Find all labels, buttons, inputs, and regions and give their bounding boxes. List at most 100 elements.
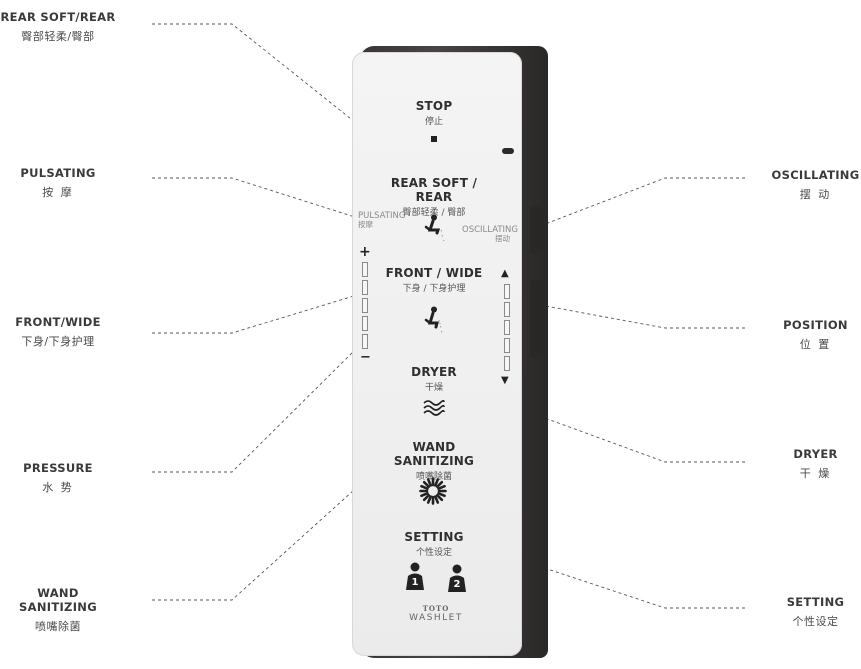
dryer-label: DRYER (411, 365, 457, 379)
callout-label-zh: 位 置 (799, 338, 832, 351)
callout-label-zh: 摆 动 (799, 188, 832, 201)
user-2-number: 2 (453, 579, 461, 590)
position-side-button[interactable] (530, 280, 542, 358)
brand-logo: TOTO WASHLET (404, 604, 468, 623)
wand-icon-ray (437, 484, 446, 491)
pressure-level-segment (362, 262, 368, 277)
user-2-button[interactable]: 2 (446, 564, 468, 594)
user-1-icon (406, 562, 424, 590)
dryer-label-zh: 干燥 (424, 383, 443, 393)
wand-label-zh: 喷嘴除菌 (415, 472, 452, 482)
callout-pulsating: PULSATING 按 摩 (0, 166, 116, 200)
callout-label-zh: 干 燥 (799, 467, 832, 480)
pressure-level-segment (362, 298, 368, 313)
pressure-plus-button[interactable]: + (359, 244, 371, 260)
callout-setting: SETTING 个性设定 (770, 595, 861, 629)
callout-label: POSITION (783, 318, 848, 332)
callout-front-wide: FRONT/WIDE 下身/下身护理 (0, 315, 116, 349)
user-1-number: 1 (411, 577, 419, 588)
callout-pressure: PRESSURE 水 势 (0, 461, 116, 495)
wand-icon-ray (426, 478, 433, 487)
wand-icon-ray (422, 480, 431, 489)
status-indicator-light (502, 148, 514, 154)
callout-dryer: DRYER 干 燥 (770, 447, 861, 481)
stop-icon (431, 136, 437, 142)
leader-pulsating (152, 177, 359, 219)
pulsating-label: PULSATING (358, 211, 406, 221)
callout-label-zh: 个性设定 (792, 615, 839, 628)
position-level-segment (504, 356, 510, 371)
callout-label: FRONT/WIDE (15, 315, 101, 329)
leader-wand (152, 452, 396, 601)
setting-label-group: SETTING 个性设定 (394, 530, 474, 558)
brand-bottom: WASHLET (409, 613, 463, 623)
front-wash-icon (424, 306, 443, 335)
pressure-level-ladder (362, 262, 368, 349)
wand-icon-ray (435, 493, 444, 502)
wand-icon-ray (433, 495, 440, 504)
wand-icon-ray (433, 478, 440, 487)
rear-wash-icon (424, 214, 445, 242)
position-level-ladder (504, 284, 510, 371)
leader-front (152, 281, 401, 334)
pulsating-button[interactable]: PULSATING 按摩 (358, 211, 406, 230)
rear-soft-rear-button[interactable]: REAR SOFT / REAR 臀部轻柔 / 臀部 (372, 176, 496, 218)
callout-label: DRYER (793, 447, 838, 461)
position-level-segment (504, 302, 510, 317)
user-2-icon (448, 564, 466, 592)
position-level-segment (504, 338, 510, 353)
oscillating-side-button[interactable] (530, 206, 542, 254)
pressure-level-segment (362, 316, 368, 331)
callout-wand-sanitizing: WAND SANITIZING 喷嘴除菌 (0, 586, 116, 634)
wand-icon-ray (437, 491, 446, 498)
dryer-button[interactable]: DRYER 干燥 (394, 365, 474, 393)
position-down-button[interactable]: ▼ (501, 375, 509, 386)
leader-rear (152, 23, 441, 191)
setting-label-zh: 个性设定 (415, 548, 452, 558)
leader-position (539, 304, 745, 329)
pressure-level-segment (362, 334, 368, 349)
oscillating-label-group: OSCILLATING 摆动 (462, 225, 518, 244)
pressure-minus-button[interactable]: − (360, 350, 371, 365)
stop-label-zh: 停止 (424, 117, 443, 127)
callout-label-zh: 下身/下身护理 (21, 335, 95, 348)
setting-label: SETTING (404, 530, 464, 544)
position-up-button[interactable]: ▲ (501, 268, 509, 279)
wand-icon-ray (435, 480, 444, 489)
oscillating-label-zh: 摆动 (495, 234, 510, 244)
callout-rear-soft: REAR SOFT/REAR 臀部轻柔/臀部 (0, 10, 116, 44)
stop-button[interactable]: STOP 停止 (392, 99, 476, 142)
wand-label: WAND SANITIZING (393, 440, 475, 468)
callout-label: PULSATING (20, 166, 96, 180)
leader-oscillating (539, 177, 745, 227)
callout-label: SETTING (786, 595, 845, 609)
callout-label-zh: 按 摩 (42, 186, 74, 199)
wand-icon-ray (426, 495, 433, 504)
stop-label: STOP (415, 99, 453, 113)
callout-label: REAR SOFT/REAR (0, 10, 116, 24)
front-wide-button[interactable]: FRONT / WIDE 下身 / 下身护理 (384, 266, 484, 294)
dryer-wave-icon (423, 399, 445, 416)
wand-icon-ray (420, 491, 429, 498)
remote-face (352, 52, 522, 656)
pulsating-label-zh: 按摩 (358, 220, 373, 230)
callout-label: PRESSURE (23, 461, 93, 475)
brand-top: TOTO (422, 604, 450, 613)
rear-label: REAR SOFT / REAR (390, 176, 478, 204)
pressure-level-segment (362, 280, 368, 295)
wand-sanitizing-button[interactable]: WAND SANITIZING 喷嘴除菌 (376, 440, 492, 482)
front-label-zh: 下身 / 下身护理 (402, 284, 466, 294)
position-level-segment (504, 320, 510, 335)
wand-sanitizing-icon (419, 477, 447, 505)
leader-pressure (152, 342, 363, 473)
callout-label: OSCILLATING (771, 168, 860, 182)
oscillating-label: OSCILLATING (462, 225, 518, 235)
user-1-button[interactable]: 1 (404, 562, 426, 592)
position-level-segment (504, 284, 510, 299)
callout-oscillating: OSCILLATING 摆 动 (770, 168, 861, 202)
wand-icon-ray (420, 484, 429, 491)
front-label: FRONT / WIDE (385, 266, 483, 280)
rear-label-zh: 臀部轻柔 / 臀部 (402, 208, 466, 218)
callout-label-zh: 臀部轻柔/臀部 (21, 30, 95, 43)
